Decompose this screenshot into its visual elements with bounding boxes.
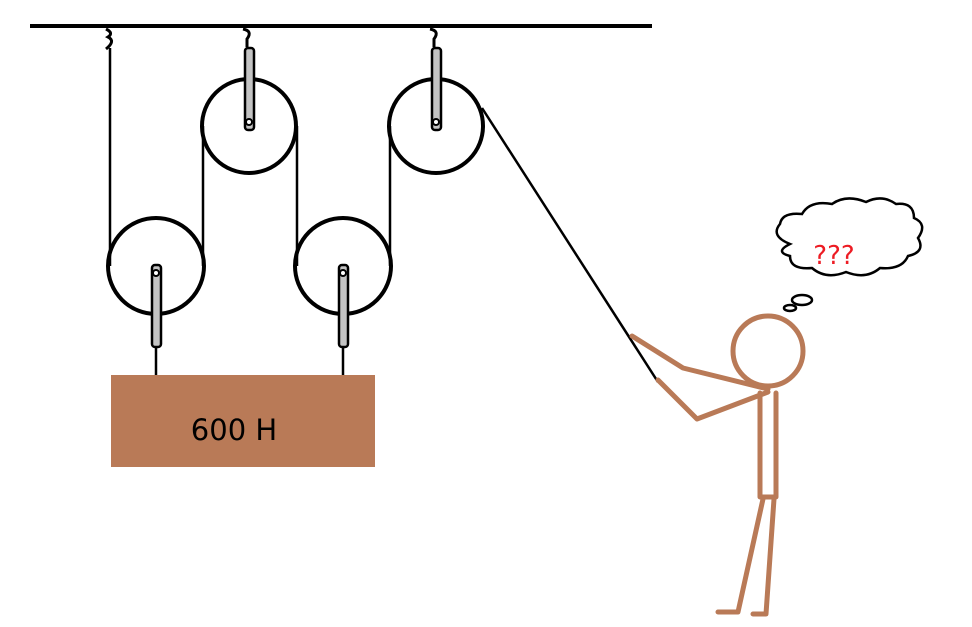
hook-right — [429, 27, 438, 47]
thought-text: ??? — [813, 241, 854, 271]
hooks — [105, 27, 438, 51]
hook-middle — [242, 27, 251, 47]
hook-left — [105, 27, 113, 51]
load-block — [111, 375, 375, 467]
stick-person — [629, 313, 806, 617]
pull-rope[interactable] — [480, 107, 660, 383]
rope — [108, 48, 660, 383]
load-label: 600 H — [191, 413, 277, 447]
thought-bubble — [775, 197, 924, 313]
pulleys — [106, 77, 485, 316]
person-leg-left — [715, 496, 766, 615]
person-body — [757, 390, 779, 500]
person-arm-upper — [629, 333, 771, 392]
person-head — [730, 313, 806, 389]
person-arm-lower — [655, 377, 771, 422]
person-leg-right — [750, 496, 777, 617]
pulley-rods — [150, 46, 443, 349]
